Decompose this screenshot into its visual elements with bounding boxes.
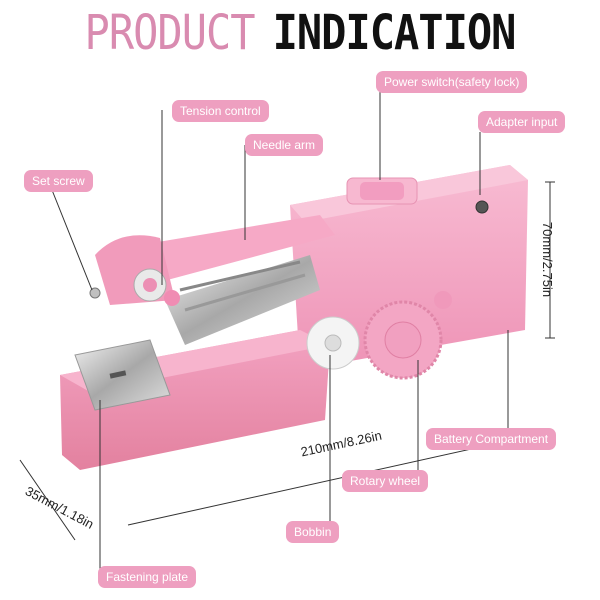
callout-battery-compartment: Battery Compartment	[426, 428, 557, 450]
callout-rotary-wheel: Rotary wheel	[342, 470, 429, 492]
title-word-indication: INDICATION	[272, 3, 517, 61]
title-word-product: PRODUCT	[84, 3, 256, 61]
dimension-height: 70mm/2.75in	[540, 221, 556, 298]
callout-adapter-input: Adapter input	[478, 111, 566, 133]
tension-control-knob	[133, 268, 180, 306]
metal-mechanism	[165, 255, 320, 345]
callout-fastening-plate: Fastening plate	[98, 566, 197, 588]
page-title: PRODUCT INDICATION	[0, 3, 600, 61]
set-screw	[89, 287, 101, 299]
callout-set-screw: Set screw	[24, 170, 93, 192]
callout-bobbin: Bobbin	[286, 521, 340, 543]
bobbin	[306, 316, 360, 370]
adapter-input	[475, 200, 489, 214]
power-switch	[346, 177, 418, 205]
rotary-wheel	[363, 291, 452, 380]
callout-leaders	[51, 92, 509, 575]
callout-power-switch: Power switch(safety lock)	[376, 71, 528, 93]
callout-tension-control: Tension control	[172, 100, 269, 122]
callout-needle-arm: Needle arm	[245, 134, 324, 156]
fastening-plate	[74, 339, 171, 411]
